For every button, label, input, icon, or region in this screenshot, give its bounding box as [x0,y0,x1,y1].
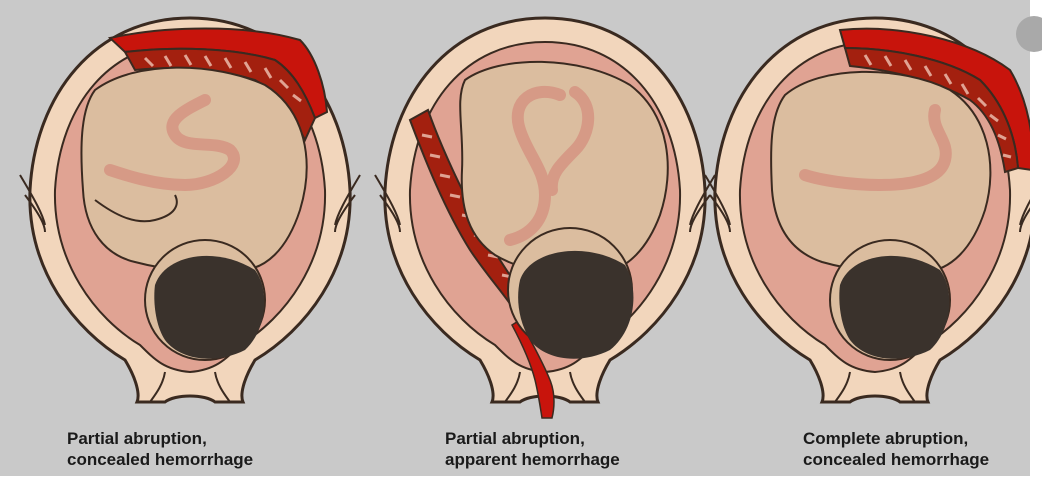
fetus-hair [839,256,949,359]
caption-complete-concealed: Complete abruption, concealed hemorrhage [803,428,1042,470]
caption-line-1: Complete abruption, [803,428,1042,449]
panel-partial-concealed: Partial abruption, concealed hemorrhage [15,0,365,420]
fetus-hair [154,256,264,359]
caption-line-1: Partial abruption, [445,428,765,449]
right-edge [1030,0,1042,478]
caption-line-1: Partial abruption, [67,428,387,449]
caption-line-2: apparent hemorrhage [445,449,765,470]
uterus-diagram-partial-concealed [15,0,365,420]
caption-line-2: concealed hemorrhage [67,449,387,470]
uterus-diagram-complete-concealed [700,0,1042,420]
uterus-diagram-partial-apparent [370,0,720,420]
caption-partial-concealed: Partial abruption, concealed hemorrhage [67,428,387,470]
fetus-hair [518,251,633,359]
caption-partial-apparent: Partial abruption, apparent hemorrhage [445,428,765,470]
panel-complete-concealed: Complete abruption, concealed hemorrhage [700,0,1042,420]
caption-line-2: concealed hemorrhage [803,449,1042,470]
panel-partial-apparent: Partial abruption, apparent hemorrhage [370,0,720,420]
